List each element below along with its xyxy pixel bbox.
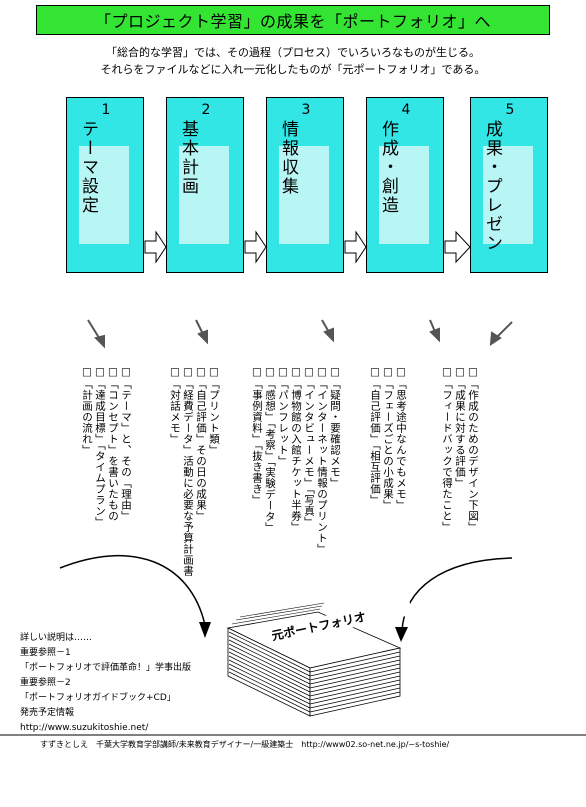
list-item: □「プリント類」 xyxy=(208,366,220,456)
list-item: □「フィードバックで得たこと」 xyxy=(441,366,453,533)
stage-number: 5 xyxy=(505,102,515,118)
list-item: □「テーマ」と、その「理由」 xyxy=(120,366,132,522)
list-item: □「インターネット情報のプリント」 xyxy=(316,366,328,555)
list-item: □「インタビューメモ」「写真」 xyxy=(303,366,315,528)
right-arrow-icon xyxy=(344,230,367,264)
list-item: □「達成目標」「タイムプラン」 xyxy=(94,366,106,528)
right-arrow-icon xyxy=(144,230,167,264)
items-column-5: □「作成のためのデザイン下図」 □「成果に対する評価」 □「フィードバックで得た… xyxy=(440,366,479,533)
info-line: 詳しい説明は…… xyxy=(20,633,93,643)
title-banner: 「プロジェクト学習」の成果を「ポートフォリオ」へ xyxy=(36,5,550,35)
stage-inner-panel xyxy=(79,146,129,244)
stage-label: 成果・プレゼン xyxy=(482,120,502,253)
info-line: 「ポートフォリオガイドブック+CD」 xyxy=(20,693,176,703)
list-item: □「フェーズごとの小成果」 xyxy=(382,366,394,511)
list-item: □「感想」「考察」「実験データ」 xyxy=(264,366,276,533)
list-item: □「疑問・要確認メモ」 xyxy=(329,366,341,489)
stage-inner-panel xyxy=(279,146,329,244)
stage-inner-panel xyxy=(483,146,533,244)
stage-box-5: 5 成果・プレゼン xyxy=(470,97,548,273)
stage-number: 1 xyxy=(101,102,111,118)
stage-label: 作成・創造 xyxy=(378,120,398,215)
stage-label: テーマ設定 xyxy=(78,120,98,215)
list-item: □「博物館の入館チケット半券」 xyxy=(290,366,302,533)
stage-number: 3 xyxy=(301,102,311,118)
list-item: □「作成のためのデザイン下図」 xyxy=(467,366,479,533)
items-column-2: □「プリント類」 □「自己評価」その日の成果」 □「経費データ」活動に必要な予算… xyxy=(168,366,220,577)
down-pointer-icon xyxy=(495,321,513,339)
list-item: □「コンセプト」を書いたもの xyxy=(107,366,119,522)
intro-line-1: 「総合的な学習」では、その過程（プロセス）でいろいろなものが生じる。 xyxy=(106,46,480,59)
list-item: □「パンフレット」 xyxy=(277,366,289,467)
stage-inner-panel xyxy=(379,146,429,244)
footer-credit: すずきとしえ 千葉大学教育学部講師/未来教育デザイナー/一級建築士 http:/… xyxy=(40,740,450,749)
stage-label: 基本計画 xyxy=(178,120,198,196)
right-arrow-icon xyxy=(444,230,471,264)
curved-arrow-head-icon xyxy=(199,622,211,638)
list-item: □「思考途中なんでもメモ」 xyxy=(395,366,407,511)
list-item: □「成果に対する評価」 xyxy=(454,366,466,489)
info-url-link[interactable]: http://www.suzukitoshie.net/ xyxy=(20,723,149,733)
items-column-3: □「疑問・要確認メモ」 □「インターネット情報のプリント」 □「インタビューメモ… xyxy=(250,366,341,555)
info-line: 発売予定情報 xyxy=(20,708,75,718)
info-line: 重要参照－2 xyxy=(20,678,71,688)
stage-box-2: 2 基本計画 xyxy=(166,97,244,273)
info-line: 「ポートフォリオで評価革命！」学事出版 xyxy=(20,663,192,673)
info-line: 重要参照－1 xyxy=(20,648,71,658)
right-arrow-icon xyxy=(244,230,267,264)
list-item: □「経費データ」活動に必要な予算計画書 xyxy=(182,366,194,577)
list-item: □「事例資料」「抜き書き」 xyxy=(251,366,263,506)
list-item: □「自己評価」「相互評価」 xyxy=(369,366,381,506)
intro-line-2: それらをファイルなどに入れ一元化したものが「元ポートフォリオ」である。 xyxy=(100,63,486,76)
list-item: □「計画の流れ」 xyxy=(81,366,93,456)
reference-info: 詳しい説明は…… 重要参照－1 「ポートフォリオで評価革命！」学事出版 重要参照… xyxy=(20,631,191,736)
items-column-4: □「思考途中なんでもメモ」 □「フェーズごとの小成果」 □「自己評価」「相互評価… xyxy=(368,366,407,511)
stage-label: 情報収集 xyxy=(278,120,298,196)
list-item: □「対話メモ」 xyxy=(169,366,181,445)
items-column-1: □「テーマ」と、その「理由」 □「コンセプト」を書いたもの □「達成目標」「タイ… xyxy=(80,366,132,527)
curved-arrow-head-icon xyxy=(395,627,408,642)
stage-number: 4 xyxy=(401,102,411,118)
stage-box-4: 4 作成・創造 xyxy=(366,97,444,273)
stage-inner-panel xyxy=(179,146,229,244)
stage-box-3: 3 情報収集 xyxy=(266,97,344,273)
stage-number: 2 xyxy=(201,102,211,118)
stage-box-1: 1 テーマ設定 xyxy=(66,97,144,273)
list-item: □「自己評価」その日の成果」 xyxy=(195,366,207,522)
page-title: 「プロジェクト学習」の成果を「ポートフォリオ」へ xyxy=(94,12,491,31)
